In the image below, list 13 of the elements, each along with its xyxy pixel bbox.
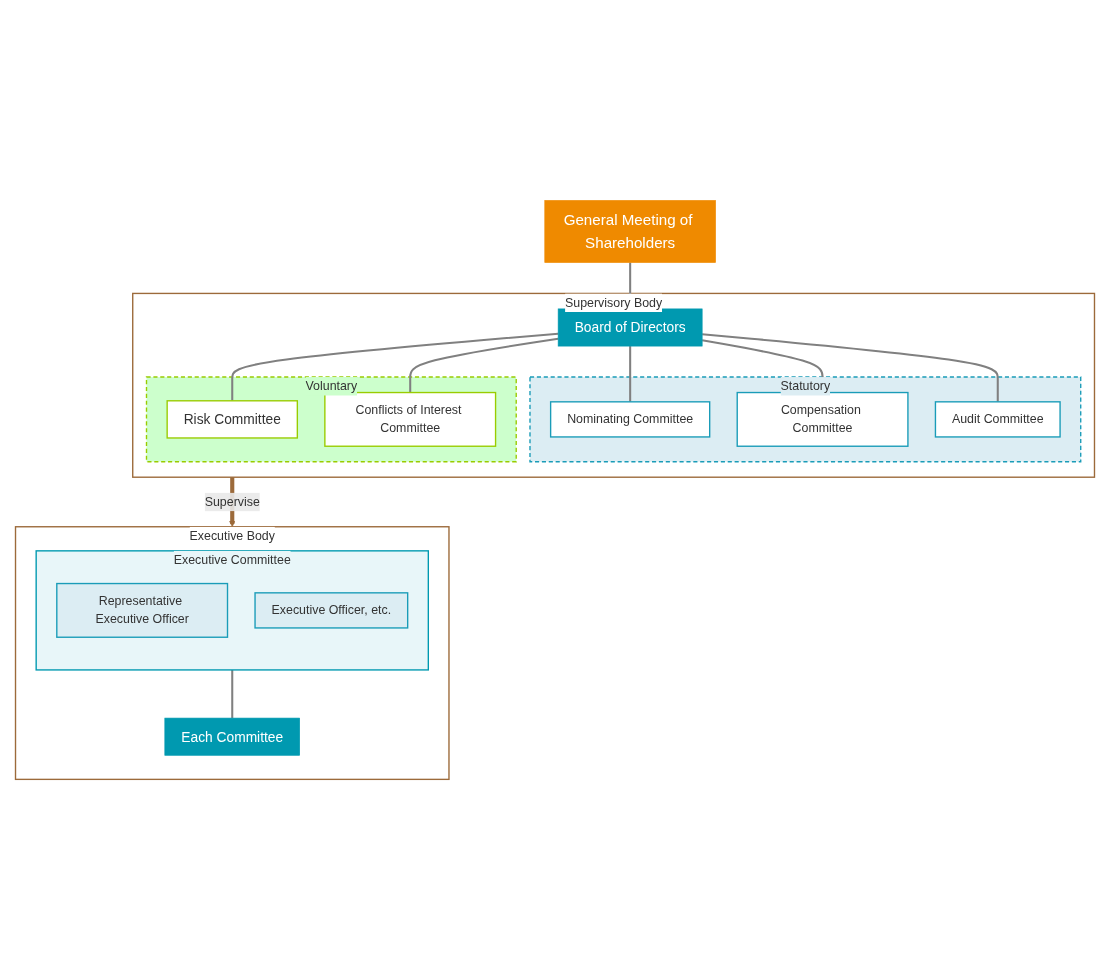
node-box: Representative Executive Officer — [56, 582, 229, 638]
node-box: Audit Committee — [934, 401, 1061, 438]
node-box: Risk Committee — [166, 400, 299, 439]
node-box: General Meeting of Shareholders — [544, 200, 716, 263]
connector — [702, 333, 999, 402]
node-box: Nominating Committee — [549, 401, 711, 438]
connector — [231, 332, 559, 401]
connector — [231, 670, 234, 719]
edge-label: Supervise — [204, 494, 260, 509]
connector — [629, 346, 632, 402]
node-box: Each Committee — [164, 717, 300, 756]
connector — [409, 337, 559, 393]
node-box: Executive Officer, etc. — [254, 592, 409, 629]
